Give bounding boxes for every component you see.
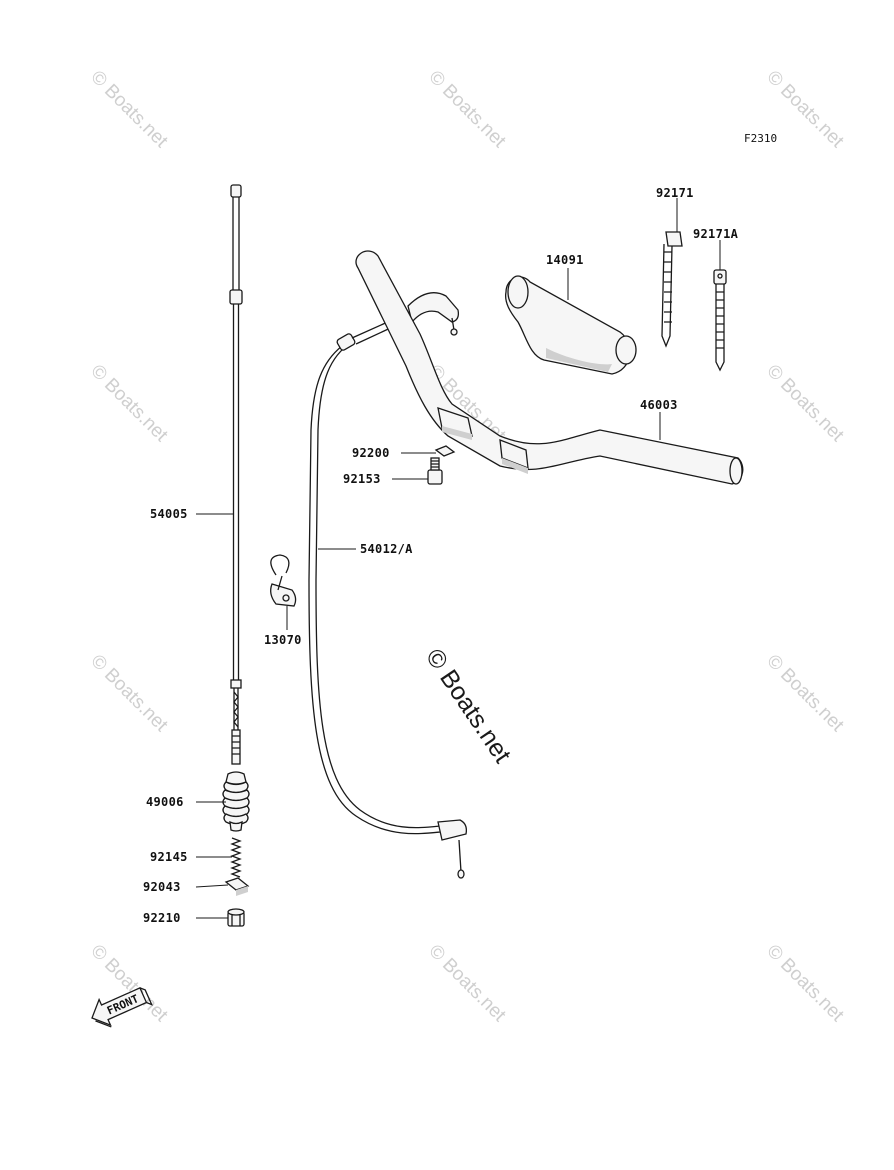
label-14091[interactable]: 14091 [546, 253, 584, 267]
watermark: © Boats.net [424, 67, 510, 153]
bracket-13070[interactable] [270, 554, 297, 607]
cable-54012a[interactable] [308, 292, 468, 879]
tie-92171[interactable] [661, 231, 683, 348]
watermark: © Boats.net [762, 651, 848, 737]
label-46003[interactable]: 46003 [640, 398, 678, 412]
label-54005[interactable]: 54005 [150, 507, 188, 521]
label-92200[interactable]: 92200 [352, 446, 390, 460]
watermark: © Boats.net [86, 361, 172, 447]
watermark-grid: © Boats.net © Boats.net © Boats.net © Bo… [86, 67, 848, 1027]
pin-92043[interactable] [224, 877, 250, 896]
boot-49006[interactable] [222, 771, 250, 832]
labels: 54005 49006 92145 92043 92210 13070 5401… [143, 186, 739, 925]
watermark: © Boats.net [762, 361, 848, 447]
handlebar-46003[interactable] [355, 250, 744, 485]
label-13070[interactable]: 13070 [264, 633, 302, 647]
diagram-code: F2310 [744, 132, 777, 145]
watermark-center: © Boats.net [420, 644, 516, 768]
nut-92210[interactable] [227, 908, 245, 927]
label-54012a[interactable]: 54012/A [360, 542, 413, 556]
tie-92171a[interactable] [713, 269, 727, 372]
watermark: © Boats.net [86, 651, 172, 737]
watermark: © Boats.net [762, 941, 848, 1027]
watermark: © Boats.net [86, 67, 172, 153]
label-49006[interactable]: 49006 [146, 795, 184, 809]
label-92210[interactable]: 92210 [143, 911, 181, 925]
cable-54005[interactable] [229, 184, 243, 765]
label-92153[interactable]: 92153 [343, 472, 381, 486]
label-92171a[interactable]: 92171A [693, 227, 739, 241]
bolt-92153[interactable] [427, 457, 443, 485]
label-92171[interactable]: 92171 [656, 186, 694, 200]
watermark: © Boats.net [424, 941, 510, 1027]
grip-14091[interactable] [504, 275, 637, 375]
label-92043[interactable]: 92043 [143, 880, 181, 894]
spring-92145[interactable] [230, 837, 242, 878]
washer-92200[interactable] [434, 445, 456, 457]
label-92145[interactable]: 92145 [150, 850, 188, 864]
